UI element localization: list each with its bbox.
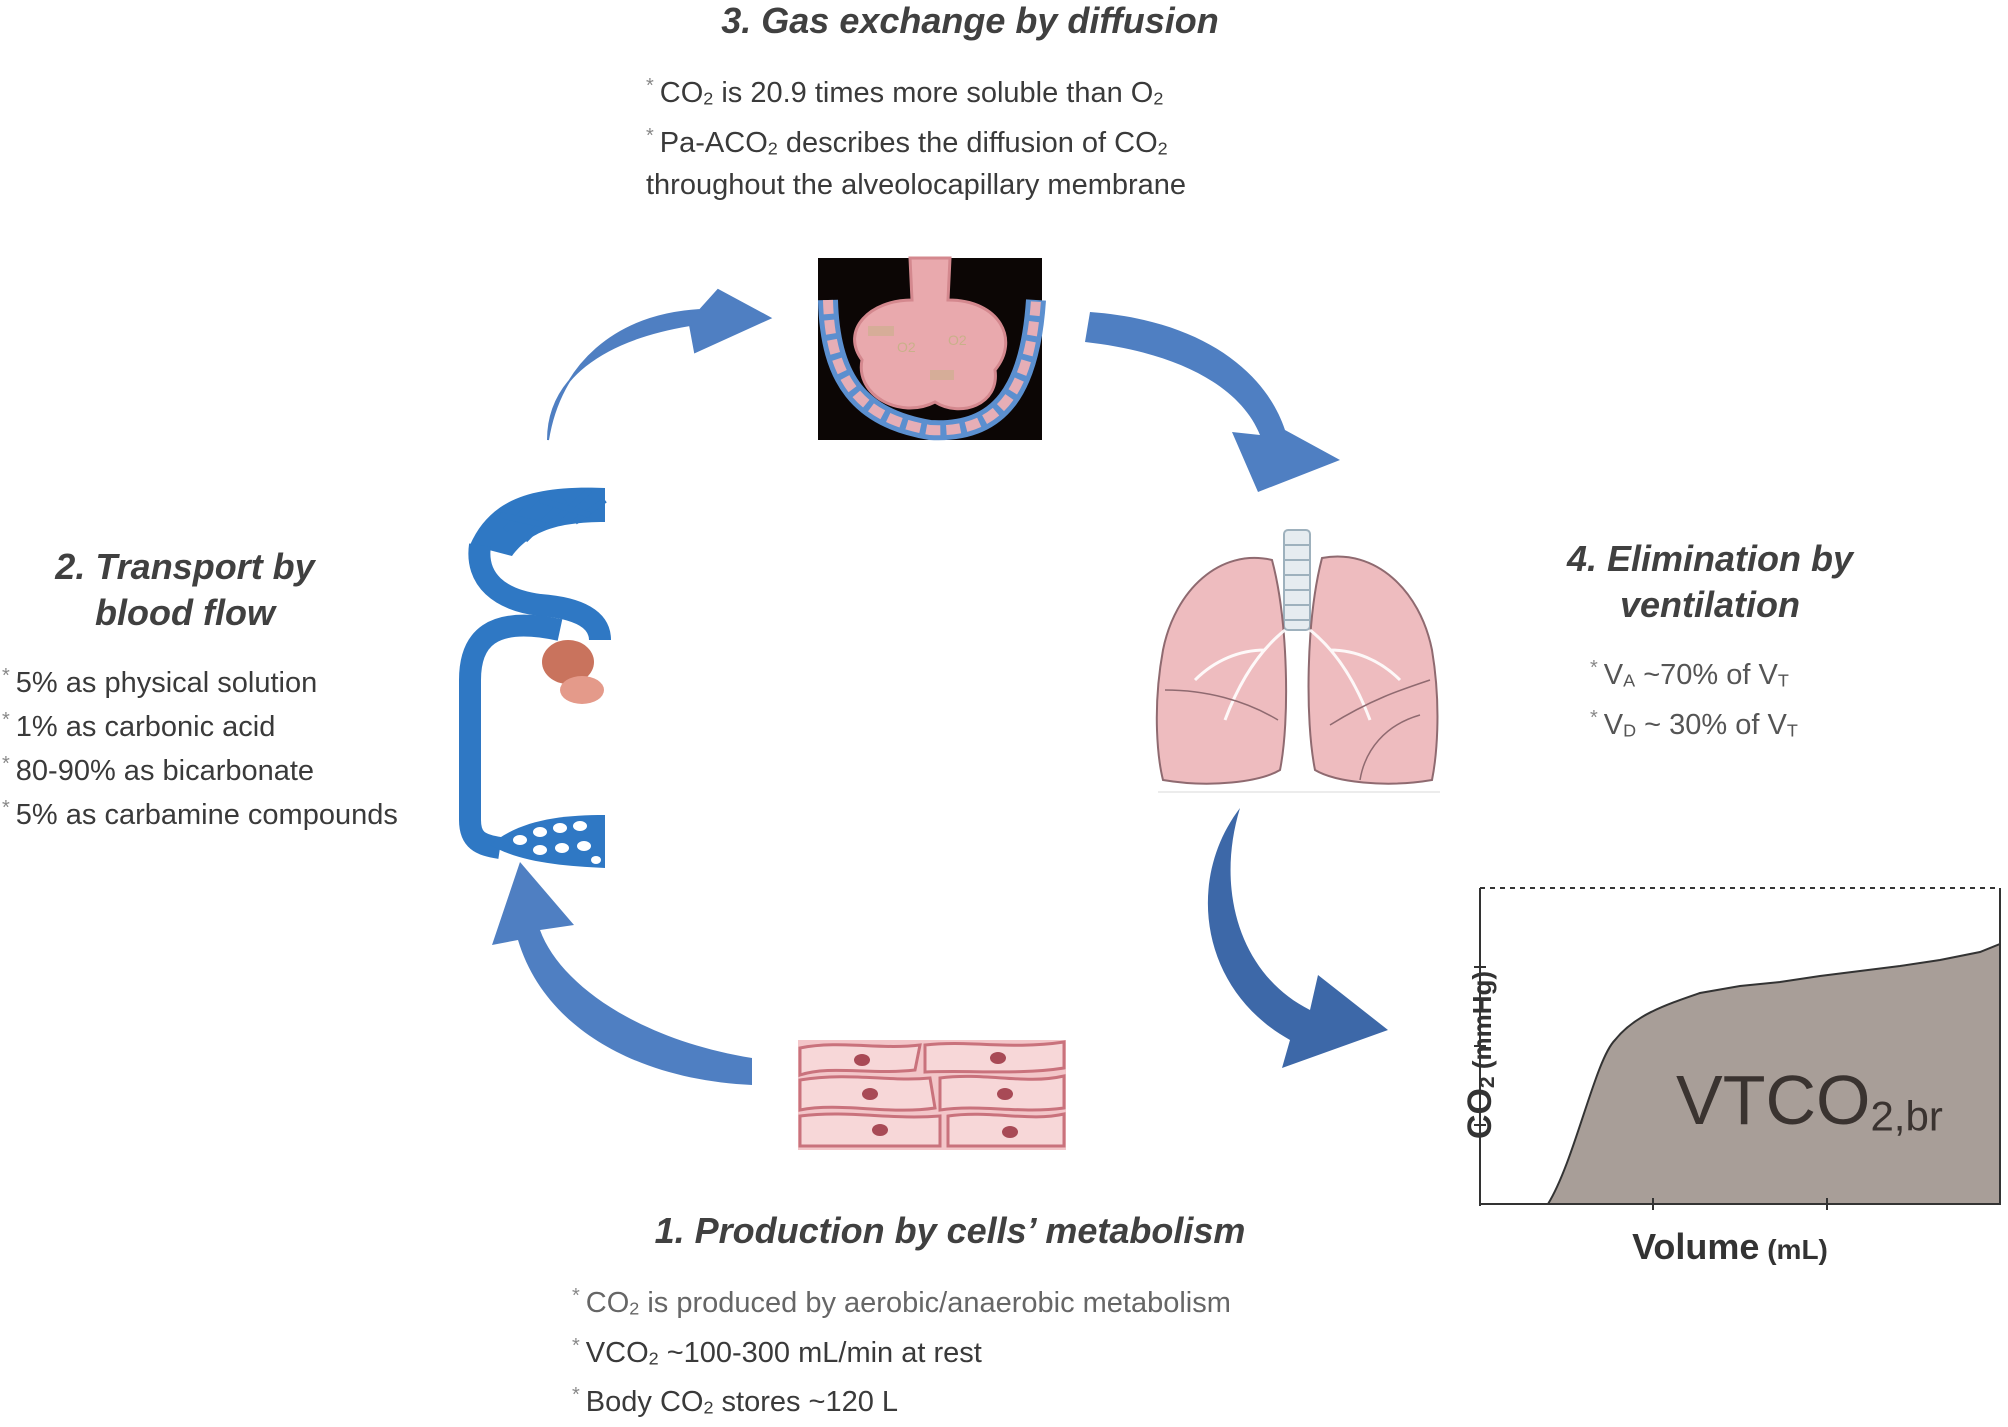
step1-bullet-3: *Body CO2 stores ~120 L <box>572 1384 899 1419</box>
step1-title: 1. Production by cells’ metabolism <box>654 1210 1246 1251</box>
diagram-canvas: O2 O2 <box>459 256 2001 1210</box>
cells-illustration <box>798 1040 1066 1150</box>
capnogram-y-label: CO2 (mmHg) <box>1461 970 1500 1140</box>
step2-bullet-2: *1% as carbonic acid <box>2 709 276 743</box>
alveolus-illustration: O2 O2 <box>818 256 1046 441</box>
step3-bullet-1: *CO2 is 20.9 times more soluble than O2 <box>646 75 1164 109</box>
capnogram-x-label: Volume (mL) <box>1632 1226 1828 1267</box>
lungs-illustration <box>1155 529 1440 793</box>
blood-vessel-illustration <box>459 487 611 868</box>
step2-bullets: *5% as physical solution *1% as carbonic… <box>2 658 398 834</box>
step1-bullet-2: *VCO2 ~100-300 mL/min at rest <box>572 1334 982 1369</box>
cycle-arrow-production-to-transport <box>492 862 752 1085</box>
step2-bullet-1: *5% as physical solution <box>2 665 318 699</box>
capnogram-plot <box>1474 887 2001 1210</box>
step2-title-line-1: 2. Transport by <box>55 546 315 587</box>
step4-bullet-2: *VD ~ 30% of VT <box>1590 706 1798 741</box>
alveolus-label-2: O2 <box>948 332 967 348</box>
step4-title-line-2: ventilation <box>1619 584 1801 625</box>
alveolus-label-1: O2 <box>897 339 916 355</box>
step3-title: 3. Gas exchange by diffusion <box>721 0 1219 41</box>
cycle-arrow-ventilation-to-capnogram <box>1207 808 1388 1068</box>
step3-bullets: *CO2 is 20.9 times more soluble than O2 … <box>646 68 1186 204</box>
cycle-arrow-transport-to-diffusion <box>547 288 773 441</box>
step4-title-line-1: 4. Elimination by <box>1566 538 1854 579</box>
capnogram-area <box>1546 942 2001 1205</box>
step4-title: 4. Elimination by ventilation <box>1500 536 1920 628</box>
step1-bullet-1: *CO2 is produced by aerobic/anaerobic me… <box>572 1285 1231 1319</box>
step4-bullets: *VA ~70% of VT *VD ~ 30% of VT <box>1590 650 1798 749</box>
step2-bullet-3: *80-90% as bicarbonate <box>2 753 315 787</box>
step1-bullets: *CO2 is produced by aerobic/anaerobic me… <box>572 1278 1231 1427</box>
step2-bullet-4: *5% as carbamine compounds <box>2 797 398 831</box>
cycle-arrow-diffusion-to-ventilation <box>1085 312 1340 492</box>
step2-title-line-2: blood flow <box>95 592 275 633</box>
step4-bullet-1: *VA ~70% of VT <box>1590 657 1789 691</box>
capnogram-ticks <box>1474 966 1828 1210</box>
capnogram-area-label: VTCO2,br <box>1676 1061 1943 1140</box>
step2-title: 2. Transport by blood flow <box>30 544 340 636</box>
step3-bullet-2: *Pa-ACO2 describes the diffusion of CO2 <box>646 124 1168 159</box>
step3-bullet-2-cont: throughout the alveolocapillary membrane <box>646 169 1187 202</box>
